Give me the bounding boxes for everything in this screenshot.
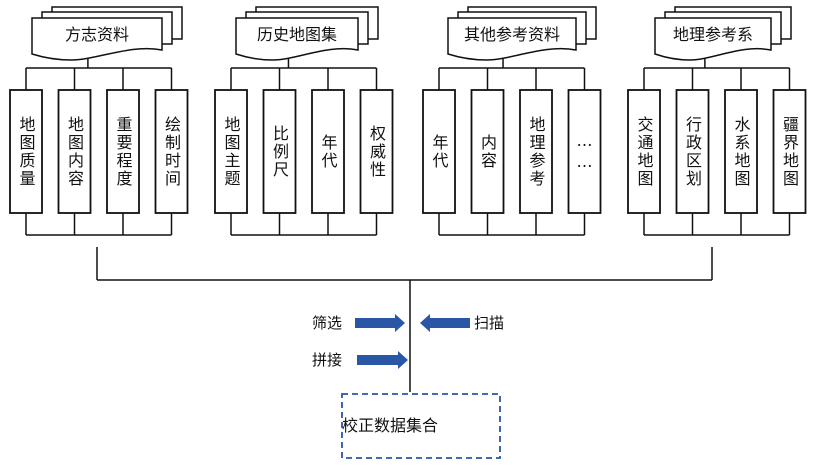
attribute-box <box>519 89 553 214</box>
attribute-label: 重要程度 <box>113 115 133 188</box>
stitch-arrow <box>357 351 408 369</box>
stitch-label: 拼接 <box>312 351 343 369</box>
attribute-label: …… <box>575 130 594 173</box>
attribute-box <box>106 89 140 214</box>
result-box <box>341 393 501 459</box>
attribute-label: 比例尺 <box>270 124 289 179</box>
attribute-label: 行政区划 <box>683 115 702 188</box>
filter-arrow <box>355 314 405 332</box>
group-title: 地理参考系 <box>672 25 753 44</box>
group-title: 方志资料 <box>64 25 129 44</box>
group-title: 历史地图集 <box>256 25 337 44</box>
document-shape-front <box>31 17 163 61</box>
attribute-label: 疆界地图 <box>780 115 799 188</box>
attribute-label: 内容 <box>478 133 497 170</box>
document-shape-front <box>447 17 577 61</box>
attribute-label: 年代 <box>318 133 338 170</box>
attribute-label: 水系地图 <box>731 115 751 188</box>
attribute-box <box>422 89 456 214</box>
attribute-box <box>567 89 602 214</box>
attribute-label: 地图质量 <box>16 115 36 188</box>
attribute-box <box>724 89 758 214</box>
attribute-box <box>57 89 92 214</box>
attribute-label: 地图主题 <box>221 115 241 188</box>
attribute-label: 地图内容 <box>65 115 84 188</box>
scan-label: 扫描 <box>474 314 505 332</box>
result-label: 校正数据集合 <box>342 416 439 435</box>
filter-label: 筛选 <box>312 314 343 332</box>
attribute-label: 地理参考 <box>526 115 546 188</box>
attribute-label: 年代 <box>429 133 449 170</box>
attribute-box <box>154 89 189 214</box>
group-title: 其他参考资料 <box>463 25 560 44</box>
attribute-box <box>262 89 297 214</box>
attribute-label: 交通地图 <box>634 115 654 188</box>
attribute-box <box>311 89 345 214</box>
attribute-label: 绘制时间 <box>162 115 181 188</box>
document-shape-front <box>654 17 772 61</box>
attribute-label: 权威性 <box>367 124 386 179</box>
document-shape-front <box>235 17 359 61</box>
scan-arrow <box>420 314 470 332</box>
attribute-box <box>470 89 505 214</box>
